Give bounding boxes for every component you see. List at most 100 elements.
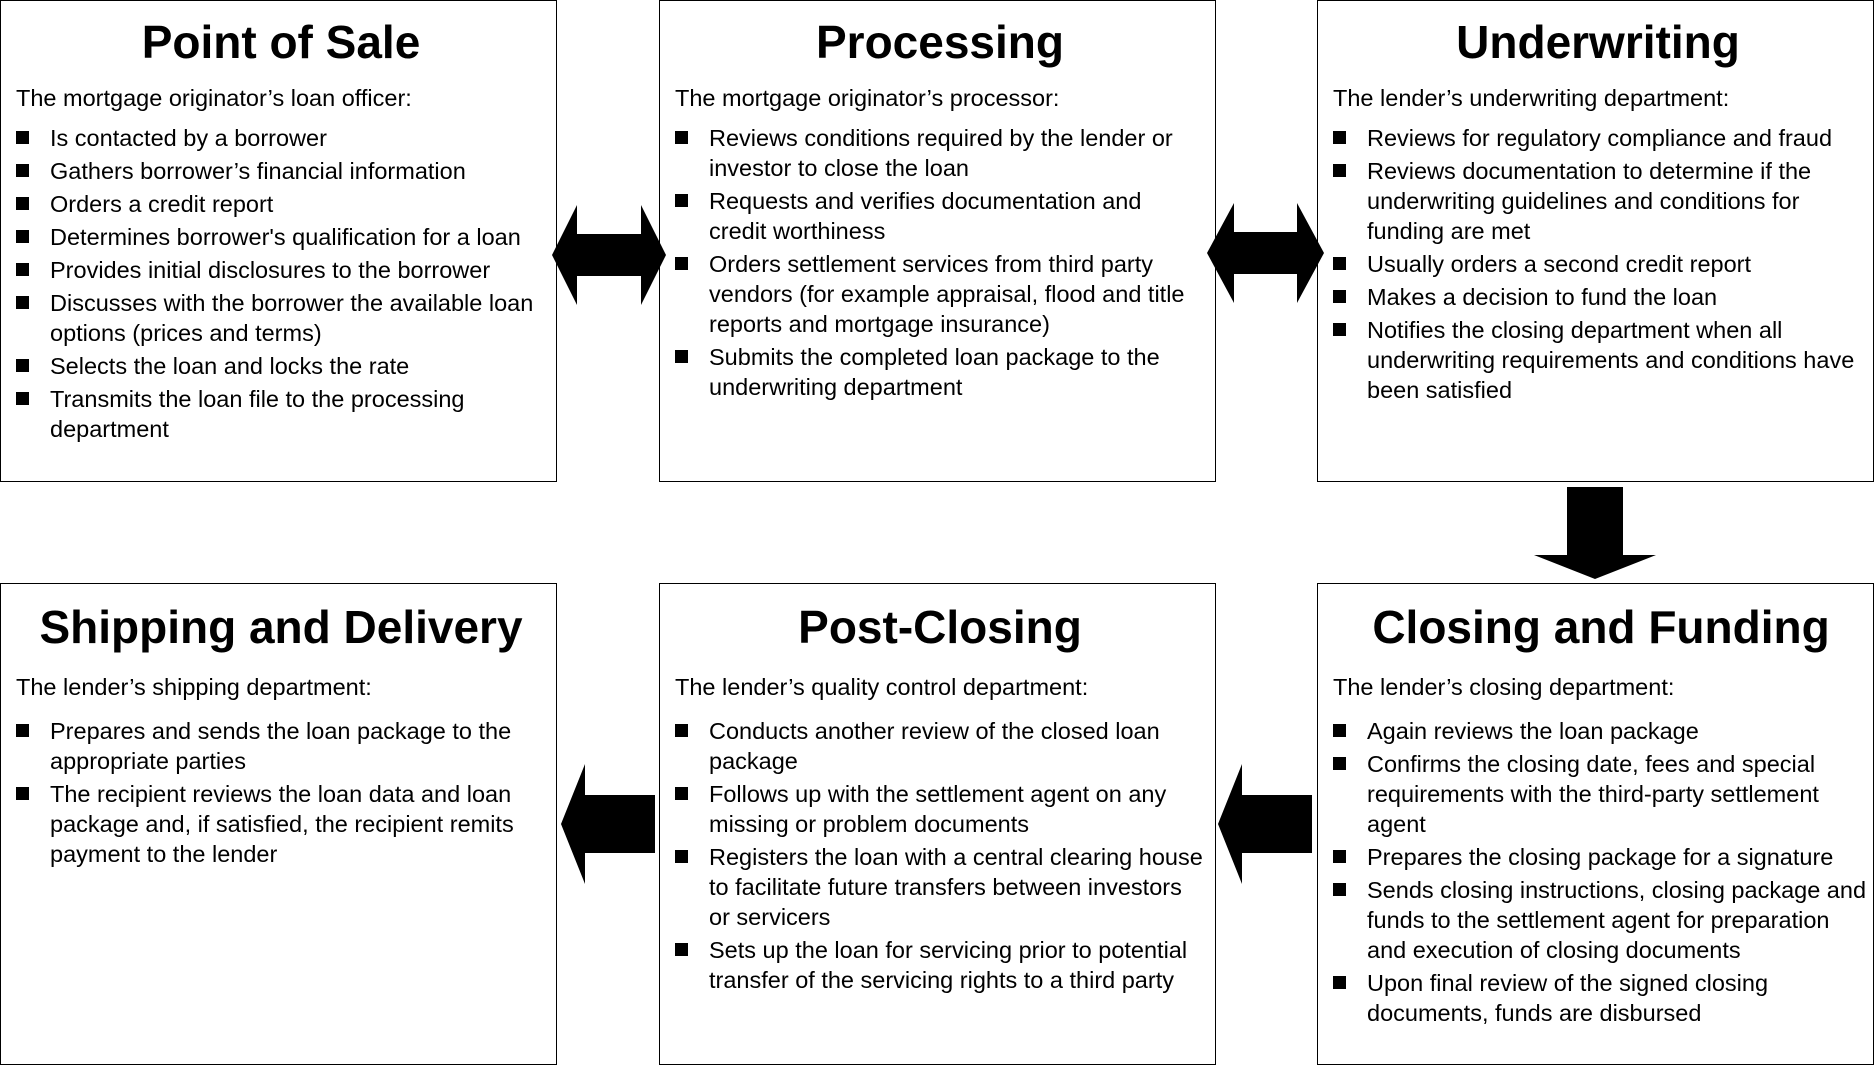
double-arrow-icon — [552, 205, 666, 305]
bullet-square-icon — [1333, 757, 1346, 770]
processing-intro: The mortgage originator’s processor: — [675, 85, 1060, 111]
shipping-delivery-intro: The lender’s shipping department: — [16, 674, 372, 700]
list-item-text: Prepares the closing package for a signa… — [1367, 844, 1834, 870]
underwriting-list: Reviews for regulatory compliance and fr… — [1333, 123, 1863, 405]
bullet-square-icon — [16, 131, 29, 144]
bullet-square-icon — [1333, 257, 1346, 270]
list-item-text: Upon final review of the signed closing … — [1367, 970, 1769, 1026]
bullet-square-icon — [1333, 164, 1346, 177]
point-of-sale-title: Point of Sale — [141, 16, 421, 68]
list-item: Determines borrower's qualification for … — [16, 222, 546, 252]
bullet-square-icon — [675, 850, 688, 863]
list-item: The recipient reviews the loan data and … — [16, 779, 546, 869]
list-item-text: Reviews conditions required by the lende… — [709, 125, 1173, 181]
bullet-square-icon — [675, 257, 688, 270]
list-item-text: Gathers borrower’s financial information — [50, 158, 466, 184]
list-item-text: Submits the completed loan package to th… — [709, 344, 1160, 400]
list-item: Selects the loan and locks the rate — [16, 351, 546, 381]
list-item-text: The recipient reviews the loan data and … — [50, 781, 514, 867]
list-item-text: Prepares and sends the loan package to t… — [50, 718, 512, 774]
double-arrow-icon — [1207, 203, 1324, 303]
list-item: Is contacted by a borrower — [16, 123, 546, 153]
list-item: Makes a decision to fund the loan — [1333, 282, 1863, 312]
list-item: Transmits the loan file to the processin… — [16, 384, 546, 444]
processing-list: Reviews conditions required by the lende… — [675, 123, 1205, 402]
shipping-delivery-title: Shipping and Delivery — [39, 601, 523, 653]
bullet-square-icon — [1333, 883, 1346, 896]
list-item-text: Transmits the loan file to the processin… — [50, 386, 465, 442]
list-item: Registers the loan with a central cleari… — [675, 842, 1205, 932]
closing-funding-box: Closing and Funding The lender’s closing… — [1317, 583, 1874, 1065]
left-arrow-icon — [561, 764, 655, 884]
shipping-delivery-box: Shipping and Delivery The lender’s shipp… — [0, 583, 557, 1065]
bullet-square-icon — [16, 230, 29, 243]
left-arrow-closing-postclosing — [1218, 764, 1312, 884]
list-item-text: Confirms the closing date, fees and spec… — [1367, 751, 1819, 837]
bullet-square-icon — [675, 943, 688, 956]
list-item: Follows up with the settlement agent on … — [675, 779, 1205, 839]
closing-funding-title: Closing and Funding — [1372, 601, 1830, 653]
point-of-sale-box: Point of Sale The mortgage originator’s … — [0, 0, 557, 482]
bullet-square-icon — [1333, 131, 1346, 144]
underwriting-box: Underwriting The lender’s underwriting d… — [1317, 0, 1874, 482]
list-item: Prepares and sends the loan package to t… — [16, 716, 546, 776]
bullet-square-icon — [675, 131, 688, 144]
post-closing-box: Post-Closing The lender’s quality contro… — [659, 583, 1216, 1065]
bullet-square-icon — [16, 392, 29, 405]
list-item: Conducts another review of the closed lo… — [675, 716, 1205, 776]
list-item-text: Makes a decision to fund the loan — [1367, 284, 1718, 310]
list-item-text: Provides initial disclosures to the borr… — [50, 257, 491, 283]
list-item-text: Determines borrower's qualification for … — [50, 224, 521, 250]
bullet-square-icon — [16, 263, 29, 276]
list-item: Submits the completed loan package to th… — [675, 342, 1205, 402]
processing-title: Processing — [816, 16, 1064, 68]
list-item: Sends closing instructions, closing pack… — [1333, 875, 1869, 965]
list-item-text: Sets up the loan for servicing prior to … — [709, 937, 1188, 993]
list-item-text: Discusses with the borrower the availabl… — [50, 290, 534, 346]
bullet-square-icon — [675, 350, 688, 363]
processing-box: Processing The mortgage originator’s pro… — [659, 0, 1216, 482]
list-item: Orders a credit report — [16, 189, 546, 219]
list-item: Gathers borrower’s financial information — [16, 156, 546, 186]
underwriting-title: Underwriting — [1456, 16, 1740, 68]
post-closing-list: Conducts another review of the closed lo… — [675, 716, 1205, 995]
list-item: Requests and verifies documentation and … — [675, 186, 1205, 246]
list-item-text: Usually orders a second credit report — [1367, 251, 1752, 277]
list-item-text: Is contacted by a borrower — [50, 125, 327, 151]
bullet-square-icon — [1333, 724, 1346, 737]
bullet-square-icon — [675, 787, 688, 800]
underwriting-intro: The lender’s underwriting department: — [1333, 85, 1730, 111]
bullet-square-icon — [16, 787, 29, 800]
bullet-square-icon — [1333, 323, 1346, 336]
bullet-square-icon — [1333, 850, 1346, 863]
shipping-delivery-list: Prepares and sends the loan package to t… — [16, 716, 546, 869]
list-item-text: Again reviews the loan package — [1367, 718, 1699, 744]
list-item: Again reviews the loan package — [1333, 716, 1869, 746]
post-closing-title: Post-Closing — [798, 601, 1082, 653]
list-item: Reviews for regulatory compliance and fr… — [1333, 123, 1863, 153]
bullet-square-icon — [675, 724, 688, 737]
left-arrow-postclosing-shipping — [561, 764, 655, 884]
down-arrow-icon — [1534, 487, 1656, 579]
double-arrow-processing-underwriting — [1207, 203, 1324, 303]
post-closing-intro: The lender’s quality control department: — [675, 674, 1089, 700]
list-item: Upon final review of the signed closing … — [1333, 968, 1869, 1028]
list-item: Discusses with the borrower the availabl… — [16, 288, 546, 348]
list-item: Orders settlement services from third pa… — [675, 249, 1205, 339]
bullet-square-icon — [16, 164, 29, 177]
closing-funding-intro: The lender’s closing department: — [1333, 674, 1675, 700]
list-item-text: Follows up with the settlement agent on … — [709, 781, 1167, 837]
list-item-text: Notifies the closing department when all… — [1367, 317, 1855, 403]
list-item-text: Registers the loan with a central cleari… — [709, 844, 1203, 930]
list-item-text: Selects the loan and locks the rate — [50, 353, 410, 379]
bullet-square-icon — [16, 359, 29, 372]
list-item: Sets up the loan for servicing prior to … — [675, 935, 1205, 995]
list-item: Prepares the closing package for a signa… — [1333, 842, 1869, 872]
list-item: Usually orders a second credit report — [1333, 249, 1863, 279]
bullet-square-icon — [1333, 976, 1346, 989]
list-item: Reviews documentation to determine if th… — [1333, 156, 1863, 246]
bullet-square-icon — [16, 296, 29, 309]
list-item-text: Reviews documentation to determine if th… — [1367, 158, 1812, 244]
